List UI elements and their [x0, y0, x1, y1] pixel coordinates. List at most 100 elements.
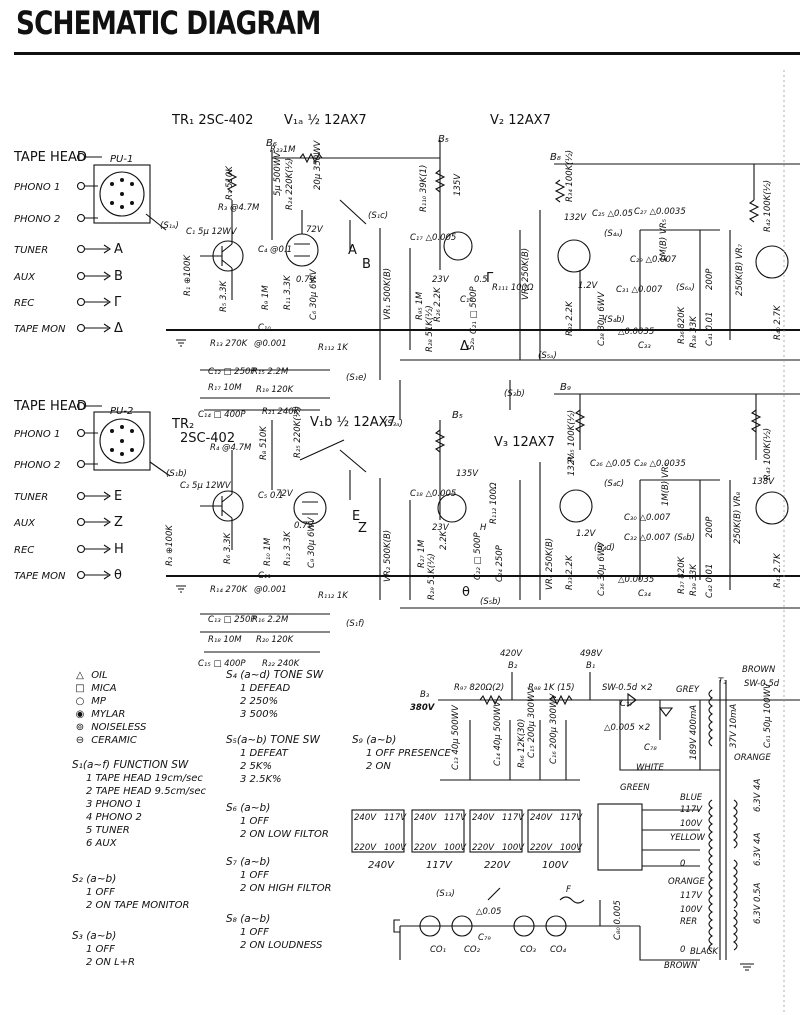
- c33-label: C₃₃: [638, 341, 651, 351]
- s3a-label: (S₃ₐ): [384, 419, 403, 429]
- s8-legend: S₈ (a~b) 1 OFF 2 ON LOUDNESS: [226, 913, 322, 952]
- r9-label: R₉ 1M: [261, 285, 271, 310]
- v72-label: 72V: [306, 225, 324, 235]
- legend-label: MP: [91, 696, 106, 707]
- yellow-label: YELLOW: [670, 833, 705, 843]
- h63a-label: 6.3V 4A: [753, 779, 763, 812]
- capacitor-legend: △ OIL □ MICA ○ MP ◉ MYLAR ⊚ NOISELESS ⊖ …: [72, 669, 146, 747]
- r4-label: R₄ @4.7M: [210, 443, 252, 453]
- legend-label: NOISELESS: [91, 722, 147, 733]
- s7-item: 1 OFF: [240, 870, 269, 881]
- legend-symbol: ⊖: [75, 735, 85, 746]
- s5a-label: (S₅ₐ): [538, 351, 557, 361]
- c037-label: △0.0035: [618, 575, 654, 585]
- c200p-label: 200P: [705, 268, 715, 290]
- ch1-amplifier: TR₁ 2SC-402 V₁ₐ ½ 12AX7 V₂ 12AX7 B₆ B₅ B…: [145, 113, 800, 461]
- co1-label: CO₁: [430, 945, 446, 955]
- r110-label: R₁₁₀ 39K(1): [419, 165, 429, 212]
- ch1-input-label: TAPE HEAD: [13, 150, 87, 165]
- r111b-label: R₁₁₂ 1K: [318, 591, 349, 601]
- c30-label: C₃₀ △0.007: [624, 513, 671, 523]
- vh-label: H: [480, 523, 487, 533]
- c21-label: C₂₁ □ 500P: [469, 286, 479, 334]
- dest-a: A: [114, 242, 123, 257]
- c25-label: C₂₅ △0.05: [592, 209, 633, 219]
- s4-item: 3 500%: [240, 709, 279, 720]
- ch2-input-label: TAPE HEAD: [13, 399, 87, 414]
- s6-item: 2 ON LOW FILTOR: [240, 829, 329, 840]
- t3-label: T₃: [718, 677, 727, 687]
- f-label: F: [566, 885, 571, 895]
- c41-label: C₄₁ 0.01: [705, 312, 715, 346]
- node-theta: θ: [462, 585, 470, 600]
- s5-item: 3 2.5K%: [240, 774, 282, 785]
- c13p-label: C₁₃ 40μ 500WV: [451, 704, 461, 770]
- s4-item: 2 250%: [240, 696, 279, 707]
- r14-label: R₁₄ 270K: [210, 585, 249, 595]
- s5-heading: S₅(a~b) TONE SW: [226, 734, 320, 746]
- legend-symbol: □: [75, 683, 85, 694]
- r12-label: R₁₂ 3.3K: [283, 530, 293, 566]
- legend-label: OIL: [91, 670, 108, 681]
- s9-item: 1 OFF PRESENCE: [366, 748, 451, 759]
- black-label: BLACK: [690, 947, 719, 957]
- dest-b: B: [114, 269, 123, 284]
- sel-top-left: 240V: [530, 813, 553, 823]
- brown-top-label: BROWN: [742, 665, 776, 675]
- b5-label: B₅: [438, 134, 449, 145]
- orange-top-label: ORANGE: [734, 753, 771, 763]
- blue-label: BLUE: [680, 793, 703, 803]
- s2-legend: S₂ (a~b) 1 OFF 2 ON TAPE MONITOR: [72, 873, 190, 912]
- ch1-input-jacks: TAPE HEAD PHONO 1 PHONO 2 TUNER AUX REC …: [13, 150, 151, 336]
- r25-label: R₂₅ 220K(½): [293, 406, 303, 458]
- b1-label: B₁: [586, 661, 595, 671]
- c27-label: C₂₇ △0.0035: [634, 207, 686, 217]
- sel-bot-left: 220V: [414, 843, 437, 853]
- r10-label: R₁₀ 1M: [263, 537, 273, 566]
- ch1-input-label: TUNER: [14, 245, 48, 256]
- v117b-label: 117V: [680, 891, 703, 901]
- c2-label: C₂ 5μ 12WV: [180, 481, 232, 491]
- v12b-label: 1.2V: [576, 529, 597, 539]
- c24-label: C₂₄ 250P: [495, 544, 505, 582]
- node-e: E: [352, 509, 360, 524]
- sel-bot-right: 100V: [384, 843, 407, 853]
- v132b-label: 132V: [567, 453, 577, 476]
- s6-heading: S₆ (a~b): [226, 802, 271, 814]
- s1-legend: S₁(a~f) FUNCTION SW 1 TAPE HEAD 19cm/sec…: [72, 759, 206, 850]
- v12-label: 1.2V: [578, 281, 599, 291]
- v37-label: 37V 10mA: [729, 704, 739, 748]
- grey-label: GREY: [676, 685, 700, 695]
- s3-heading: S₃ (a~b): [72, 930, 117, 942]
- dest-e: E: [114, 489, 122, 504]
- rer-label: RER: [680, 917, 697, 927]
- c16p-label: C₁₆ 200μ 300WV: [549, 693, 559, 764]
- r18-label: R₁₈ 10M: [208, 635, 242, 645]
- b3-label: B₃: [420, 690, 430, 700]
- sel-top-right: 117V: [560, 813, 583, 823]
- c32-label: C₃₂ △0.007: [624, 533, 671, 543]
- zero-b-label: 0: [680, 945, 685, 955]
- r28-label: R₂₈ 51K(½): [425, 305, 435, 352]
- sel-top-left: 240V: [472, 813, 495, 823]
- legend-symbol: ⊚: [75, 722, 85, 733]
- r112b-label: R₁₁₂ 100Ω: [489, 482, 499, 524]
- c61-label: C₆₁ 50μ 100WV: [763, 682, 773, 748]
- c79-label: C₇₉: [478, 933, 491, 943]
- c1-label: C₁ 5μ 12WV: [186, 227, 238, 237]
- node-a: A: [348, 243, 357, 258]
- s2a-label: S₂ₐ: [467, 338, 477, 350]
- r3-label: R₃ @4.7M: [218, 203, 260, 213]
- v135b-label: 135V: [456, 469, 479, 479]
- r39-label: R₃₉ 33K: [689, 563, 699, 596]
- sel-bot-left: 220V: [530, 843, 553, 853]
- v135-label: 135V: [453, 173, 463, 196]
- ch1-input-label: AUX: [13, 272, 36, 283]
- v23b-label: 23V: [432, 523, 450, 533]
- v1a-label: V₁ₐ ½ 12AX7: [284, 113, 367, 128]
- s2-item: 1 OFF: [86, 887, 115, 898]
- s13-label: (S₁₃): [436, 889, 455, 899]
- ch1-input-label: TAPE MON: [14, 324, 66, 335]
- s8-item: 1 OFF: [240, 927, 269, 938]
- s1-item: 5 TUNER: [86, 825, 130, 836]
